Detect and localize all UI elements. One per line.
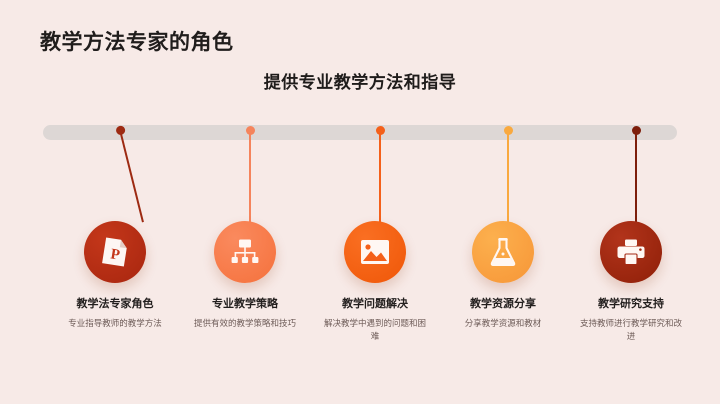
timeline-node-2-desc: 提供有效的教学策略和技巧 [193, 318, 296, 329]
timeline-stem-1 [119, 129, 144, 223]
hierarchy-sitemap-icon [230, 238, 260, 266]
timeline-node-3-desc: 解决教学中遇到的问题和困难 [323, 318, 426, 342]
timeline-node-5-bubble[interactable] [600, 221, 662, 283]
timeline-node-4-desc: 分享教学资源和教材 [464, 318, 542, 329]
printer-icon [616, 238, 646, 266]
page-subtitle: 提供专业教学方法和指导 [263, 73, 457, 92]
timeline-node-3-bubble[interactable] [344, 221, 406, 283]
timeline-node-4[interactable]: 教学资源分享 分享教学资源和教材 [437, 221, 569, 330]
timeline-connector-1 [114, 125, 148, 224]
page-title: 教学方法专家的角色 [40, 31, 234, 54]
timeline-node-3[interactable]: 教学问题解决 解决教学中遇到的问题和困难 [309, 221, 441, 344]
timeline-node-2[interactable]: 专业教学策略 提供有效的教学策略和技巧 [179, 221, 311, 330]
flask-beaker-icon [489, 237, 517, 267]
svg-text:P: P [109, 246, 121, 263]
timeline-node-4-bubble[interactable] [472, 221, 534, 283]
timeline-node-3-title: 教学问题解决 [342, 298, 408, 310]
timeline-node-5-title: 教学研究支持 [598, 298, 664, 310]
timeline-rail [43, 125, 677, 140]
timeline-stem-4 [507, 130, 509, 225]
timeline-stem-5 [635, 130, 637, 225]
timeline-node-5-desc: 支持教师进行教学研究和改进 [579, 318, 682, 342]
timeline-node-1-bubble[interactable]: P [84, 221, 146, 283]
timeline-node-1[interactable]: P 教学法专家角色 专业指导教师的教学方法 [49, 221, 181, 330]
timeline-node-1-title: 教学法专家角色 [76, 298, 154, 310]
timeline-node-2-bubble[interactable] [214, 221, 276, 283]
timeline-node-4-title: 教学资源分享 [470, 298, 536, 310]
timeline-connector-3 [375, 126, 385, 225]
image-photo-icon [360, 239, 390, 265]
timeline-node-1-desc: 专业指导教师的教学方法 [68, 318, 162, 329]
timeline-connector-4 [503, 126, 513, 225]
timeline-stem-3 [379, 130, 381, 225]
timeline-node-2-title: 专业教学策略 [212, 298, 278, 310]
timeline-connector-2 [245, 126, 255, 225]
timeline-node-5[interactable]: 教学研究支持 支持教师进行教学研究和改进 [565, 221, 697, 344]
timeline-connector-5 [631, 126, 641, 225]
file-presentation-icon: P [102, 237, 128, 267]
timeline-stem-2 [249, 130, 251, 225]
